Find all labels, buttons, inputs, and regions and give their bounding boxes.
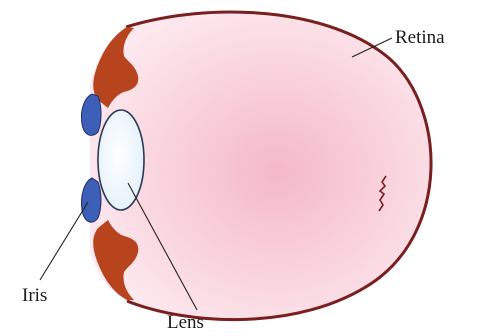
iris-leader-line [40,202,88,280]
lens [98,110,144,210]
lens-label: Lens [167,312,204,333]
iris-lower [81,178,101,222]
iris-upper [81,94,101,135]
iris-label: Iris [22,285,47,306]
retina-label: Retina [395,27,445,48]
